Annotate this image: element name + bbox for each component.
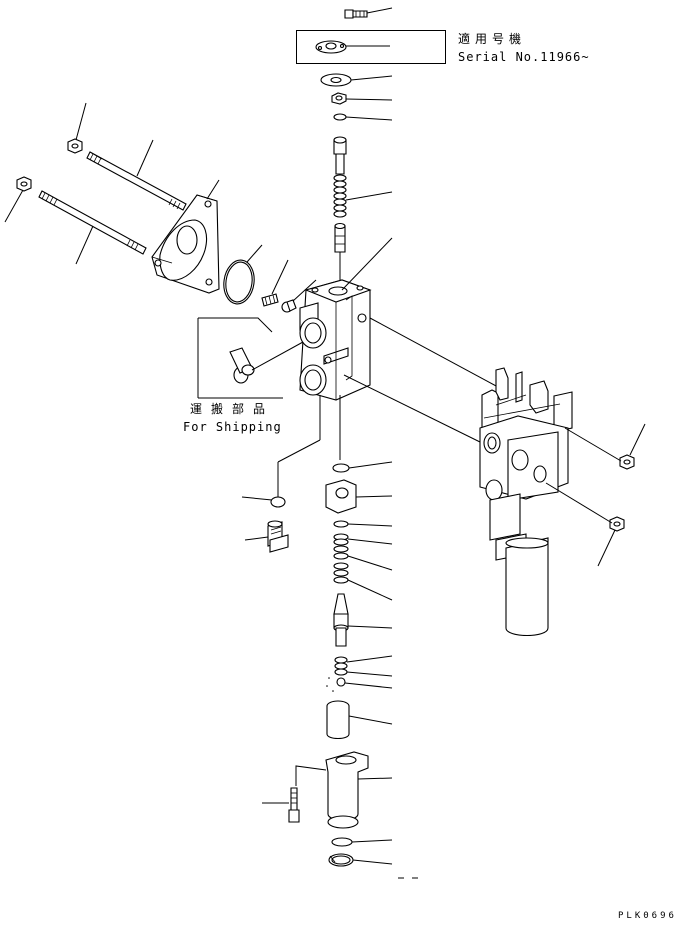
nut-icon [619, 454, 635, 470]
plug-icon [281, 299, 297, 313]
plug-icon [267, 520, 289, 553]
stud-bolt-icon [38, 190, 147, 255]
o-ring-icon [333, 113, 347, 121]
nut-icon [67, 138, 83, 154]
spring-icon [334, 656, 348, 676]
o-ring-icon [333, 520, 349, 528]
seat-icon [325, 479, 357, 514]
o-ring-icon [332, 463, 350, 473]
cover-icon [151, 194, 220, 294]
snap-ring-icon [328, 853, 354, 867]
plate-icon [315, 40, 347, 54]
nut-icon [16, 176, 32, 192]
plug-icon [229, 347, 255, 384]
nut-icon [609, 516, 625, 532]
o-ring-icon [270, 496, 286, 508]
shipping-en-label: For Shipping [183, 420, 282, 434]
drawing-code: PLK0696 [618, 911, 677, 921]
retainer-icon [325, 751, 369, 829]
nut-icon [331, 92, 347, 105]
o-ring-icon [331, 837, 353, 847]
bolt-icon [344, 9, 368, 19]
valve-assembly-icon [479, 367, 573, 637]
bolt-icon [288, 787, 300, 823]
spring-icon [261, 293, 279, 307]
stud-bolt-icon [86, 151, 187, 211]
applicable-jp-label: 適用号機 [458, 32, 527, 46]
valve-body-icon [299, 279, 372, 401]
serial-label: Serial No.11966~ [458, 50, 590, 64]
serial-note-box [296, 30, 446, 64]
spool-icon [333, 593, 349, 647]
sleeve-icon [326, 700, 350, 740]
spring-icon [333, 533, 349, 584]
gasket-icon [320, 73, 352, 87]
spool-icon [333, 136, 347, 253]
shipping-jp-label: 運搬部品 [190, 402, 275, 416]
